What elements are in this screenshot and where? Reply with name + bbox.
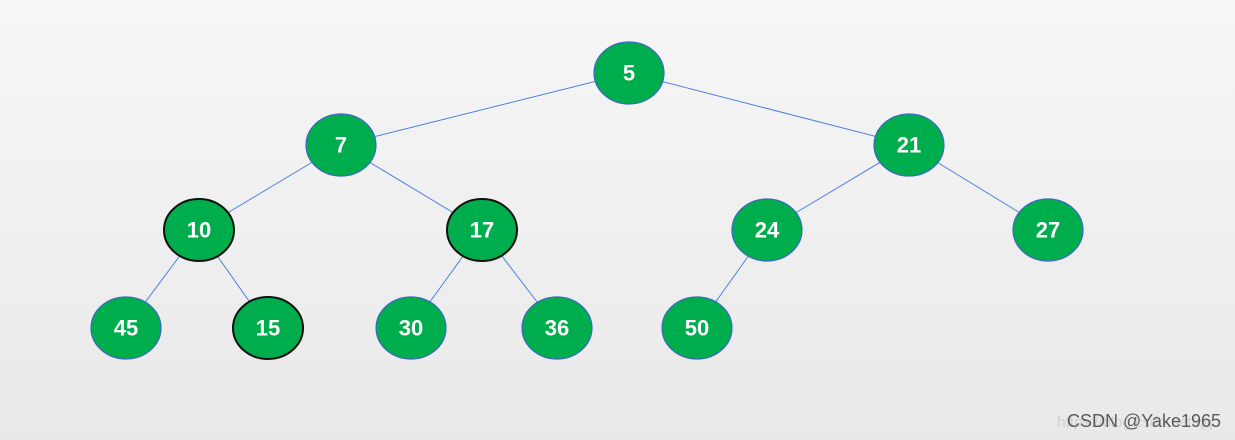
- node-circle: [90, 296, 162, 360]
- tree-node-10: 10: [163, 198, 235, 262]
- node-circle: [232, 296, 304, 360]
- watermark-text: CSDN @Yake1965: [1066, 411, 1221, 431]
- node-label: 50: [685, 316, 709, 341]
- node-label: 45: [114, 316, 138, 341]
- node-label: 27: [1036, 218, 1060, 243]
- node-label: 21: [897, 133, 921, 158]
- watermark-url: https://blog.csdn.net/qq: [1057, 414, 1213, 431]
- node-label: 30: [399, 316, 423, 341]
- node-circle: [305, 113, 377, 177]
- tree-node-45: 45: [90, 296, 162, 360]
- tree-node-24: 24: [731, 198, 803, 262]
- node-circle: [163, 198, 235, 262]
- node-label: 17: [470, 218, 494, 243]
- node-label: 7: [335, 133, 347, 158]
- node-label: 24: [755, 218, 780, 243]
- node-label: 36: [545, 316, 569, 341]
- node-circle: [593, 41, 665, 105]
- node-label: 15: [256, 316, 280, 341]
- node-label: 10: [187, 218, 211, 243]
- tree-node-5: 5: [593, 41, 665, 105]
- tree-edges: [125, 72, 1049, 329]
- edge-5-21: [628, 72, 910, 146]
- node-circle: [873, 113, 945, 177]
- tree-node-7: 7: [305, 113, 377, 177]
- tree-node-17: 17: [446, 198, 518, 262]
- tree-nodes: 5 7 21 10 17 24 27 45 15 30 36 50: [90, 41, 1084, 360]
- node-circle: [731, 198, 803, 262]
- tree-node-30: 30: [375, 296, 447, 360]
- tree-node-15: 15: [232, 296, 304, 360]
- tree-node-50: 50: [661, 296, 733, 360]
- tree-node-27: 27: [1012, 198, 1084, 262]
- tree-node-21: 21: [873, 113, 945, 177]
- watermark: https://blog.csdn.net/qq CSDN @Yake1965: [1057, 411, 1221, 432]
- node-label: 5: [623, 61, 635, 86]
- node-circle: [446, 198, 518, 262]
- node-circle: [1012, 198, 1084, 262]
- tree-node-36: 36: [521, 296, 593, 360]
- node-circle: [521, 296, 593, 360]
- node-circle: [375, 296, 447, 360]
- edge-5-7: [340, 72, 630, 146]
- node-circle: [661, 296, 733, 360]
